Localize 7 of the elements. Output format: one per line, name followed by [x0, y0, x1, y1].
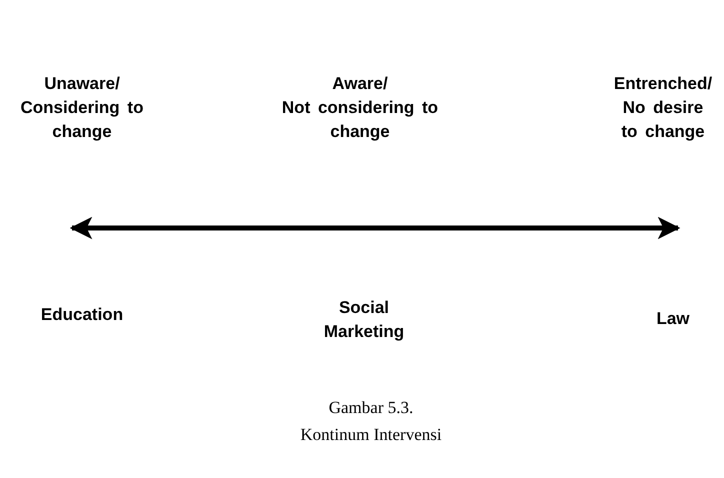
- stage-label: Entrenched/ No desire to change: [613, 73, 713, 143]
- stage-label: Aware/ Not considering to change: [280, 73, 440, 143]
- intervention-label: Law: [655, 308, 691, 330]
- figure-caption: Gambar 5.3. Kontinum Intervensi: [299, 397, 443, 446]
- intervention-label: Social Marketing: [322, 297, 406, 343]
- intervention-label: Education: [40, 304, 124, 326]
- stage-label: Unaware/ Considering to change: [20, 73, 144, 143]
